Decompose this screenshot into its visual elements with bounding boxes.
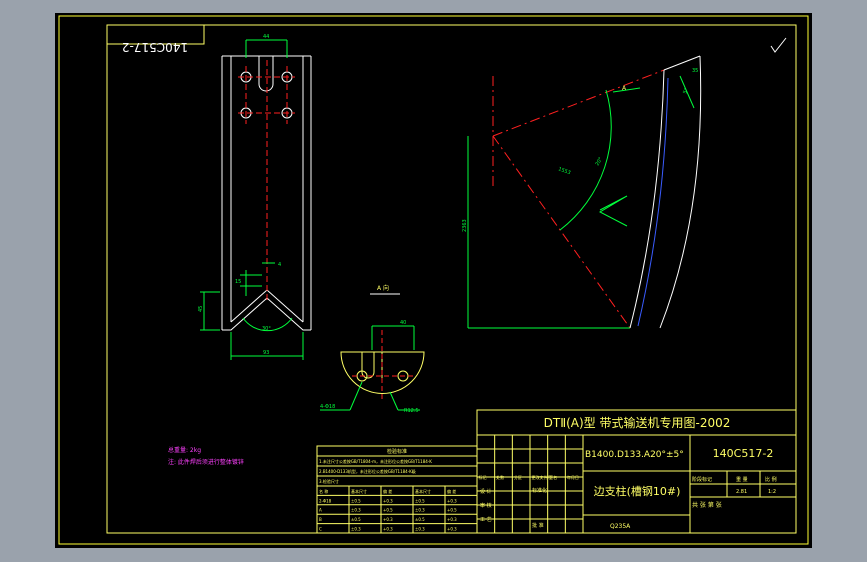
- note-weight: 总重量: 2kg: [168, 446, 201, 454]
- series-title: DTⅡ(A)型 带式输送机专用图-2002: [544, 415, 731, 430]
- tech-grid-cell: ±0.5: [351, 498, 361, 503]
- tech-grid-cell: ±0.5: [415, 517, 425, 522]
- drawing-params: B1400.D133.A20°±5°: [585, 450, 684, 460]
- tech-grid-cell: C: [319, 527, 322, 532]
- mirrored-number-text: 140C517-2: [122, 40, 188, 54]
- tb-col-label: 处数: [496, 474, 504, 480]
- tech-grid-cell: ±0.3: [351, 527, 361, 532]
- a-view: A 向 40 4-Φ18 R12.5: [320, 284, 425, 414]
- dim-leg-small: 15: [235, 279, 241, 285]
- tb-col-label: 签名: [549, 474, 557, 480]
- roughness-check-icon: [770, 37, 787, 53]
- front-view: 44 93 45 15 4 30°: [198, 34, 312, 360]
- mass-label: 重 量: [736, 476, 748, 483]
- mirrored-number-box: 140C517-2: [106, 24, 205, 54]
- side-view: 2363 1553 20° 5° A 35: [462, 55, 702, 329]
- sheet-label: 共 张 第 张: [692, 501, 722, 509]
- dim-angle-arc: 20°: [595, 156, 605, 167]
- tech-grid-cell: +0.5: [447, 508, 457, 513]
- dim-a-width: 40: [400, 320, 406, 326]
- dim-height-left: 45: [198, 306, 204, 312]
- weight-value: 2.81: [736, 489, 747, 495]
- tech-row-3: 3.检验尺寸: [319, 478, 339, 484]
- tech-grid-cell: 基本尺寸: [351, 488, 367, 494]
- tech-grid-cell: +0.3: [447, 517, 457, 522]
- tb-row-label: 设 计: [480, 488, 492, 495]
- tb-col-label: 标记: [479, 474, 487, 480]
- tech-grid-cell: 2-Φ18: [319, 498, 332, 503]
- dim-radius-vertical: 2363: [462, 219, 468, 232]
- drawing-sheet: [55, 13, 812, 548]
- tb-col-label: 分区: [514, 474, 522, 480]
- drawing-number: 140C517-2: [713, 447, 774, 460]
- tech-grid-cell: ±0.5: [351, 517, 361, 522]
- dim-hole-label: 4-Φ18: [320, 404, 335, 410]
- dim-top-width: 44: [263, 34, 269, 40]
- tb-col-label: 年月日: [567, 474, 579, 480]
- tech-grid-cell: +0.3: [447, 498, 457, 503]
- tech-table: [316, 445, 478, 534]
- tech-grid-cell: +0.3: [383, 527, 393, 532]
- dim-a-label: A: [622, 85, 627, 92]
- tech-grid-cell: 名 称: [319, 488, 328, 494]
- tech-grid-cell: A: [319, 508, 322, 513]
- tech-grid-cell: 基本尺寸: [415, 488, 431, 494]
- dim-bottom-width: 93: [263, 350, 269, 356]
- title-block: [476, 409, 797, 534]
- scale-value: 1:2: [768, 489, 776, 495]
- tech-grid-cell: +0.3: [383, 498, 393, 503]
- tb-row-label: 审 核: [480, 502, 492, 509]
- note-line: 注: 此件焊后须进行整体镀锌: [168, 458, 244, 466]
- tech-grid-cell: ±0.3: [415, 527, 425, 532]
- material: Q235A: [610, 523, 631, 530]
- tech-grid-cell: +0.3: [383, 517, 393, 522]
- tb-row-label: 工 艺: [480, 517, 492, 523]
- tech-grid-cell: ±0.5: [415, 498, 425, 503]
- tech-grid-cell: 偏 差: [383, 488, 392, 494]
- dim-radius-arc: 1553: [557, 166, 571, 176]
- std-label: 标准化: [532, 487, 547, 494]
- scale-label: 比 例: [765, 476, 777, 483]
- tb-col-label: 更改文件号: [532, 474, 552, 480]
- dim-radius-label: R12.5: [404, 408, 419, 414]
- dim-end: 35: [692, 68, 698, 74]
- stage-label: 阶段标记: [692, 476, 712, 483]
- part-name: 边支柱(槽钢10#): [594, 484, 681, 498]
- tech-table-title: 检验标准: [387, 448, 407, 455]
- tech-grid-cell: ±0.3: [415, 508, 425, 513]
- outer-frame: [58, 15, 809, 545]
- tech-row-1: 1.未注尺寸公差按GB/T1804-m，未注形位公差按GB/T1184-K: [319, 458, 432, 464]
- approve-label: 批 准: [532, 522, 544, 529]
- tech-row-2: 2.B1400-D133机型，未注形位公差按GB/T1184-K级: [319, 468, 416, 474]
- dim-angle-v: 30°: [262, 326, 271, 332]
- tech-grid-cell: ±0.3: [351, 508, 361, 513]
- dim-leg-small2: 4: [278, 262, 281, 268]
- a-view-label: A 向: [377, 284, 389, 292]
- tech-grid-cell: B: [319, 517, 322, 522]
- tech-grid-cell: 偏 差: [447, 488, 456, 494]
- dim-angle-small: 5°: [682, 87, 690, 95]
- tech-grid-cell: +0.5: [383, 508, 393, 513]
- tech-grid-cell: +0.3: [447, 527, 457, 532]
